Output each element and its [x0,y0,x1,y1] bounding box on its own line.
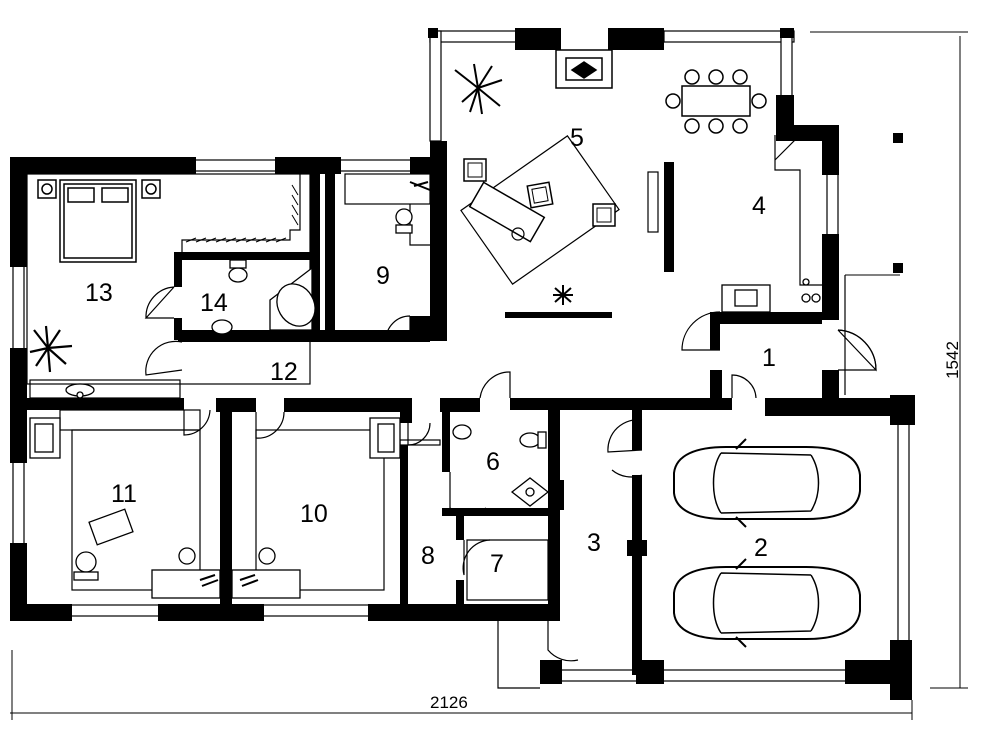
room-label-4: 4 [752,192,766,220]
room-label-14: 14 [200,289,228,317]
walls [10,28,915,700]
vanity [65,383,95,399]
fireplace-symbol [555,49,613,89]
living-seating [460,135,659,305]
bathroom-fixtures [211,259,316,335]
kitchen-fixtures [721,278,821,313]
room-label-3: 3 [587,529,601,557]
double-bed [37,179,161,263]
room-label-6: 6 [486,448,500,476]
width-dimension: 2126 [430,693,468,712]
room-label-12: 12 [270,358,298,386]
pillars [893,133,903,273]
bedroom-11-furniture [29,417,221,599]
plant-icon [29,325,73,373]
room-label-9: 9 [376,262,390,290]
room-label-5: 5 [570,124,584,152]
doors [144,286,877,662]
room-label-8: 8 [421,542,435,570]
wardrobe [185,184,299,243]
wc-fixtures [452,424,550,507]
room-label-7: 7 [490,550,504,578]
dining-table [665,69,767,134]
room-label-2: 2 [754,534,768,562]
room-label-11: 11 [111,480,137,508]
room-label-13: 13 [85,279,113,307]
palm-plant-icon [454,63,503,115]
bedroom-10-furniture [231,417,401,599]
room-label-1: 1 [762,344,776,372]
room-label-10: 10 [300,500,328,528]
office-desk [395,181,431,234]
height-dimension: 1542 [943,341,962,379]
dimension-lines [10,31,968,720]
